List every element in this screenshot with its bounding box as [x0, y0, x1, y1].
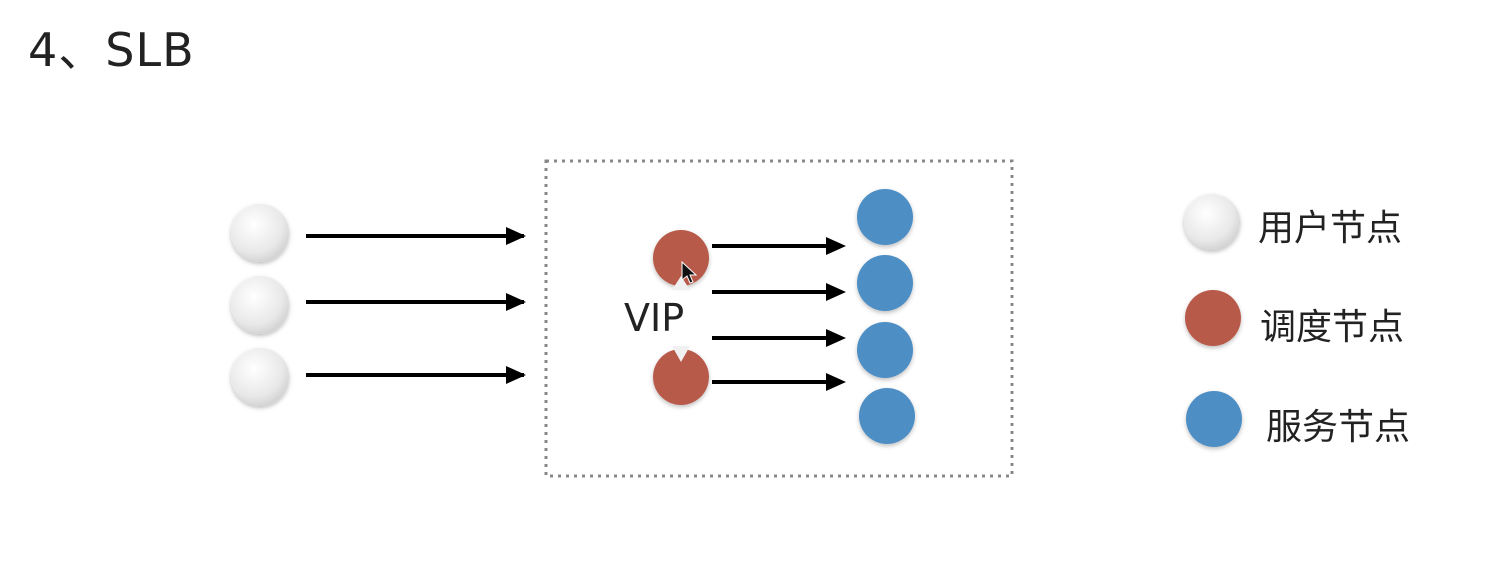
- arrow-head: [826, 373, 846, 391]
- scheduler-node: [653, 230, 709, 286]
- arrow-head: [506, 293, 526, 311]
- service-node-circle-icon: [1186, 391, 1242, 447]
- user-node: [231, 276, 289, 334]
- arrow-head: [826, 237, 846, 255]
- legend-label-service: 服务节点: [1266, 407, 1411, 448]
- legend-label-scheduler: 调度节点: [1260, 307, 1405, 348]
- slide-title: 4、SLB: [28, 23, 195, 77]
- vip-label: VIP: [624, 296, 685, 340]
- user-node: [231, 348, 289, 406]
- service-node: [859, 388, 915, 444]
- user-node: [231, 204, 289, 262]
- slb-cluster-box: [544, 159, 1014, 478]
- arrow-head: [826, 329, 846, 347]
- vip-indicator-icon: [672, 346, 690, 362]
- arrow-head: [506, 227, 526, 245]
- arrow-head: [826, 283, 846, 301]
- scheduler-node-circle-icon: [1185, 290, 1241, 346]
- service-node: [857, 189, 913, 245]
- mouse-cursor-icon: [681, 260, 698, 284]
- vip-indicator-icon: [672, 276, 690, 290]
- arrow-head: [506, 366, 526, 384]
- legend-label-user: 用户节点: [1258, 208, 1403, 249]
- service-node: [857, 255, 913, 311]
- scheduler-node: [653, 349, 709, 405]
- service-node: [857, 322, 913, 378]
- user-node-circle-icon: [1184, 194, 1240, 250]
